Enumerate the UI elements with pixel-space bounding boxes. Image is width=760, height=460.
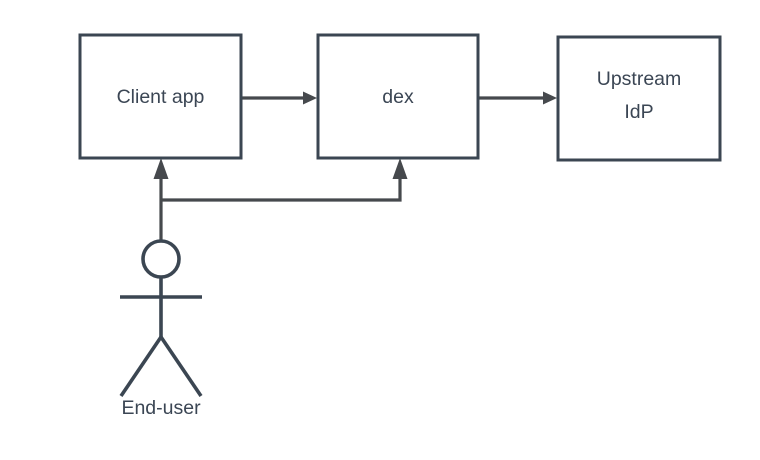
arrowhead-dex-to-upstream-idp xyxy=(543,91,557,105)
actor-left-leg-line xyxy=(119,335,163,398)
edge-dex-to-upstream-idp xyxy=(479,91,557,105)
actor-end-user[interactable]: End-user xyxy=(119,239,203,419)
node-dex-label: dex xyxy=(382,86,414,108)
node-client-app[interactable]: Client app xyxy=(78,33,243,160)
arrowhead-client-app-to-dex xyxy=(303,91,317,105)
node-dex[interactable]: dex xyxy=(316,33,480,160)
edge-end-user-to-client-app xyxy=(153,158,169,241)
arrowhead-end-user-to-client-app xyxy=(153,158,169,179)
node-upstream-idp[interactable]: Upstream IdP xyxy=(556,35,722,162)
node-client-app-label: Client app xyxy=(117,86,205,108)
actor-end-user-label: End-user xyxy=(121,397,201,419)
actor-head-icon xyxy=(141,239,181,279)
actor-right-leg-line xyxy=(159,335,203,398)
node-client-app-box[interactable] xyxy=(78,33,243,160)
edge-line-end-user-to-dex xyxy=(161,174,402,202)
node-upstream-idp-label-line2: IdP xyxy=(624,101,653,123)
edge-end-user-to-dex xyxy=(161,158,408,202)
edge-client-app-to-dex xyxy=(242,91,317,105)
node-dex-box[interactable] xyxy=(316,33,480,160)
node-upstream-idp-box[interactable] xyxy=(556,35,722,162)
arrowhead-end-user-to-dex xyxy=(392,158,408,179)
node-upstream-idp-label-line1: Upstream xyxy=(597,68,682,90)
